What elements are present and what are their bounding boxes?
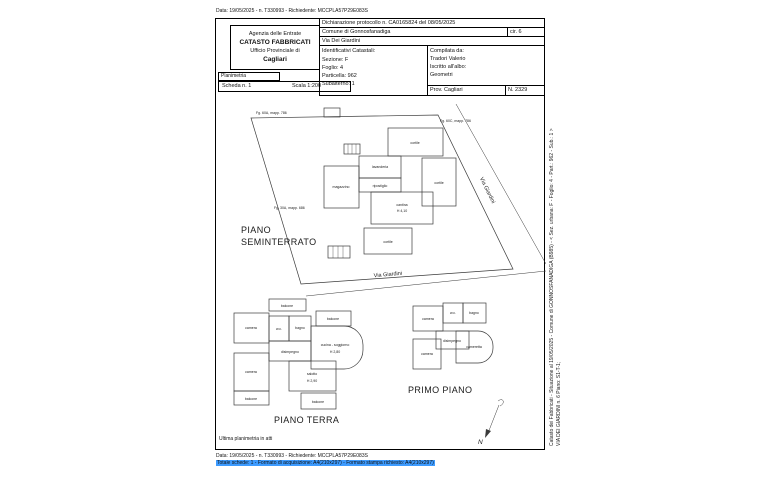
room-label-cameretta: cameretta [466, 345, 482, 349]
document-page: Agenzia delle Entrate CATASTO FABBRICATI… [215, 18, 546, 450]
side-text-address: VIA DEI GIARDINI n. 6 Piano: S1-T-1; [556, 361, 562, 446]
room-cantina-outline [370, 191, 434, 225]
room-height-cantina: H 4,10 [397, 209, 407, 213]
print-format-line-selected[interactable]: Totale schede: 1 - Formato di acquisizio… [216, 460, 435, 466]
street-label-via-giardini-right: Via Giardini [478, 177, 496, 205]
plan-seminterrato: Fg. 60A, mapp. 786 Fg. 60C, mapp. 786 Fg… [241, 103, 546, 297]
protocol-row: Dichiarazione protocollo n. CA0165824 de… [320, 19, 545, 28]
comune-value: Comune di Gonnosfanadiga [322, 29, 391, 35]
room-balcone-bl-outline [233, 390, 270, 406]
identificativi-title: Identificativi Catastali: [322, 48, 376, 54]
scheda-scala-box: Scheda n. 1 Scala 1:200 [218, 81, 351, 92]
mapp-label-top-right: Fg. 60C, mapp. 786 [440, 119, 471, 123]
parcel-boundary [250, 114, 514, 285]
primo-title: PRIMO PIANO [408, 385, 472, 395]
room-label-disimpegno: disimpegno [443, 339, 461, 343]
room-label-camera2: camera [245, 370, 257, 374]
room-height-salotto: H 2,90 [307, 379, 317, 383]
parcel-notch [323, 107, 341, 118]
room-label-magazzino: magazzino [333, 185, 350, 189]
room-label-wc: w.c. [450, 311, 456, 315]
comune-row: Comune di Gonnosfanadiga cir. 6 [320, 28, 545, 37]
room-label-cortile-top: cortile [410, 141, 419, 145]
cir-value: cir. 6 [507, 28, 545, 36]
street-bottom-outer-line [305, 270, 546, 297]
room-salotto-outline [288, 360, 337, 392]
scala-value: Scala 1:200 [292, 83, 322, 89]
room-disimpegno-outline [435, 330, 470, 350]
albo-label: Iscritto all'albo: [430, 64, 467, 70]
room-label-wc: w.c. [276, 327, 282, 331]
compiler-name: Tradori Valerio [430, 56, 466, 62]
planimetria-label-box: Planimetria [218, 72, 280, 81]
stairs-icon [343, 143, 361, 155]
room-cucina-outline [310, 325, 364, 370]
header-table: Dichiarazione protocollo n. CA0165824 de… [319, 19, 545, 96]
sezione-value: Sezione: F [322, 57, 349, 63]
room-label-camera1: camera [422, 317, 434, 321]
room-height-cucina: H 2,80 [330, 350, 340, 354]
subalterno-value: Subalterno: 1 [322, 81, 355, 87]
terra-title: PIANO TERRA [274, 415, 339, 425]
scheda-number: Scheda n. 1 [222, 83, 252, 89]
mapp-label-left: Fg. 30A, mapp. 686 [274, 206, 305, 210]
compiler-label: Compilata da: [430, 48, 464, 54]
catasto-title: CATASTO FABBRICATI [239, 39, 311, 46]
albo-value: Geometri [430, 72, 453, 78]
side-text-cadastral: Catasto dei Fabbricati - Situazione al 1… [549, 128, 555, 446]
room-balcone-bm-outline [300, 392, 337, 410]
address-row: Via Dei Giardini [320, 37, 545, 46]
room-label-balcone-bm: balcone [312, 400, 324, 404]
mapp-label-top-left: Fg. 60A, mapp. 786 [256, 111, 287, 115]
room-label-cortile-bottom: cortile [383, 240, 392, 244]
room-label-balcone-top: balcone [281, 304, 293, 308]
seminterrato-title-line1: PIANO [241, 225, 271, 235]
request-info-bottom: Data: 19/05/2025 - n. T330993 - Richiede… [216, 453, 368, 459]
room-label-balcone-bl: balcone [245, 397, 257, 401]
plan-primo: camera w.c. bagno disimpegno camera came… [408, 302, 504, 446]
room-label-cantina: cantina [396, 203, 407, 207]
room-camera2-outline [412, 338, 442, 370]
foglio-value: Foglio: 4 [322, 65, 344, 71]
seminterrato-title-line2: SEMINTERRATO [241, 237, 316, 247]
plan-terra: balcone camera w.c. bagno balcone cucina… [233, 298, 364, 425]
room-label-balcone-right: balcone [327, 317, 339, 321]
room-label-camera2: camera [421, 352, 433, 356]
room-label-bagno: bagno [295, 326, 305, 330]
room-magazzino-outline [323, 165, 360, 209]
room-label-camera1: camera [245, 326, 257, 330]
room-label-bagno: bagno [469, 311, 479, 315]
identificativi-column: Identificativi Catastali: Sezione: F Fog… [320, 46, 428, 96]
north-label: N [478, 439, 483, 446]
room-cortile-top-outline [387, 127, 444, 157]
office-city: Cagliari [263, 56, 287, 63]
agency-header-box: Agenzia delle Entrate CATASTO FABBRICATI… [230, 25, 320, 70]
office-label: Ufficio Provinciale di [250, 48, 300, 54]
request-info-top: Data: 19/05/2025 - n. T330993 - Richiede… [216, 8, 368, 14]
street-label-via-giardini-bottom: Via Giardini [374, 271, 403, 279]
street-right-outer-line [455, 103, 546, 265]
footer-note: Ultima planimetria in atti [219, 436, 273, 442]
floor-plan-drawing: Fg. 60A, mapp. 786 Fg. 60C, mapp. 786 Fg… [233, 103, 546, 446]
room-cortile-right-outline [421, 157, 457, 207]
prov-row: Prov. Cagliari N. 2329 [428, 85, 545, 96]
agency-name: Agenzia delle Entrate [248, 31, 302, 37]
room-label-lavanderia: lavanderia [372, 165, 388, 169]
compiler-column: Compilata da: Tradori Valerio Iscritto a… [428, 46, 545, 96]
room-label-salotto: salotto [307, 372, 317, 376]
room-cortile-bottom-outline [363, 227, 413, 255]
prov-value: Prov. Cagliari [430, 87, 463, 93]
particella-value: Particella: 962 [322, 73, 357, 79]
room-cameretta-outline [455, 330, 494, 364]
room-label-disimpegno: disimpegno [281, 350, 299, 354]
albo-number: N. 2329 [505, 86, 545, 96]
header-details: Identificativi Catastali: Sezione: F Fog… [320, 46, 545, 96]
room-label-ripostiglio: ripostiglio [373, 184, 388, 188]
room-bagno-outline [462, 302, 487, 324]
stairs-icon [327, 245, 351, 259]
room-label-cortile-right: cortile [434, 181, 443, 185]
room-label-cucina: cucina - soggiorno [321, 343, 350, 347]
room-balcone-top-outline [268, 298, 307, 312]
north-arrow-icon: N [478, 399, 504, 446]
